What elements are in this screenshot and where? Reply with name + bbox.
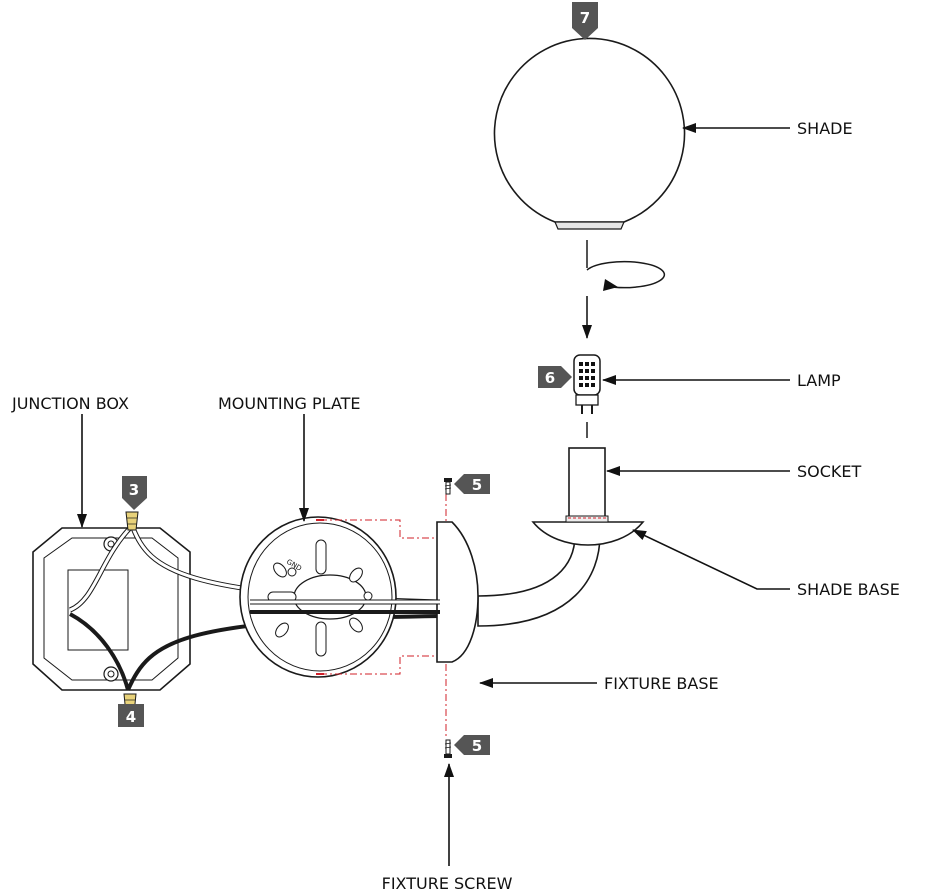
step-badge-4: 4 xyxy=(118,704,144,727)
lamp-label: LAMP xyxy=(797,371,841,390)
fixture-screw-label: FIXTURE SCREW xyxy=(382,874,513,893)
cord xyxy=(250,599,440,614)
wire-nut-top xyxy=(125,511,139,531)
fixture-base-label: FIXTURE BASE xyxy=(604,674,719,693)
mounting-plate: GND xyxy=(239,516,397,678)
lamp xyxy=(573,354,601,438)
svg-text:3: 3 xyxy=(129,481,139,499)
step-badge-3: 3 xyxy=(122,476,147,510)
mounting-plate-label: MOUNTING PLATE xyxy=(218,394,361,413)
fixture-screw-top xyxy=(444,478,452,495)
step-badge-6: 6 xyxy=(538,366,572,388)
shade-base-label: SHADE BASE xyxy=(797,580,900,599)
fixture-screw-bottom xyxy=(444,739,452,758)
svg-text:5: 5 xyxy=(472,476,482,494)
step-badge-5-top: 5 xyxy=(454,474,490,494)
fixture-arm xyxy=(477,534,601,627)
svg-text:4: 4 xyxy=(126,708,136,726)
svg-text:5: 5 xyxy=(472,737,482,755)
step-badge-7: 7 xyxy=(572,2,598,40)
fixture-base xyxy=(436,521,479,663)
svg-text:6: 6 xyxy=(545,369,555,387)
socket xyxy=(568,447,606,519)
step-badge-5-bottom: 5 xyxy=(454,735,490,755)
alignment-guides xyxy=(320,494,447,738)
rotate-icon xyxy=(582,240,666,339)
junction-box-label: JUNCTION BOX xyxy=(11,394,129,413)
shade-base xyxy=(531,515,645,546)
socket-label: SOCKET xyxy=(797,462,862,481)
shade xyxy=(493,37,686,230)
shade-label: SHADE xyxy=(797,119,853,138)
svg-text:7: 7 xyxy=(580,9,590,27)
shade-base-leader xyxy=(632,529,790,590)
